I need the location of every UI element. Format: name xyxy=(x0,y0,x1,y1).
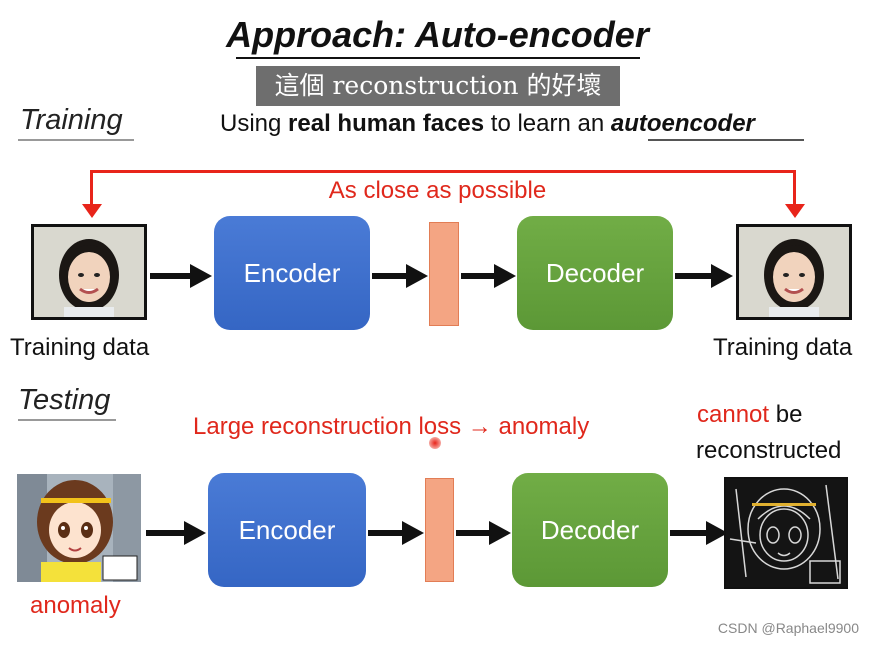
arrow-shaft-test-2 xyxy=(368,530,406,536)
testing-latent-code xyxy=(425,478,454,582)
desc-part-1: Using xyxy=(220,110,289,137)
training-decoder-box: Decoder xyxy=(517,216,673,330)
feedback-line-right xyxy=(793,170,796,208)
training-output-caption: Training data xyxy=(713,334,853,361)
testing-decoder-box: Decoder xyxy=(512,473,668,587)
as-close-as-possible-label: As close as possible xyxy=(328,177,547,204)
feedback-line-left xyxy=(90,170,93,208)
arrow-shaft-test-3 xyxy=(456,530,492,536)
large-loss-anomaly-label: Large reconstruction loss → anomaly xyxy=(193,413,590,440)
testing-label-underline xyxy=(18,419,116,421)
watermark-text: CSDN @Raphael9900 xyxy=(717,620,859,636)
arrow-head-train-2 xyxy=(406,264,428,288)
feedback-arrowhead-right xyxy=(785,204,805,218)
training-label-underline xyxy=(18,139,134,141)
desc-emph-autoencoder: autoencoder xyxy=(610,110,755,137)
testing-section-label: Testing xyxy=(18,384,111,416)
anomaly-input-caption: anomaly xyxy=(30,592,121,619)
testing-output-reconstruction-image xyxy=(724,477,848,589)
arrow-head-train-3 xyxy=(494,264,516,288)
be-text: be xyxy=(769,401,803,428)
pointer-dot-icon xyxy=(429,437,441,449)
training-input-caption: Training data xyxy=(10,334,150,361)
desc-part-2: to learn an xyxy=(484,110,611,137)
training-description: Using real human faces to learn an autoe… xyxy=(220,110,755,138)
feedback-arrowhead-left xyxy=(82,204,102,218)
arrow-head-train-4 xyxy=(711,264,733,288)
arrow-head-test-2 xyxy=(402,521,424,545)
desc-bold-real-faces: real human faces xyxy=(288,110,485,137)
title-underline xyxy=(236,57,640,59)
arrow-shaft-train-3 xyxy=(461,273,497,279)
cannot-be-reconstructed-line2: reconstructed xyxy=(696,437,842,464)
arrow-head-test-1 xyxy=(184,521,206,545)
arrow-shaft-train-2 xyxy=(372,273,410,279)
subtitle-caption: 這個 reconstruction 的好壞 xyxy=(256,66,620,106)
arrow-shaft-train-1 xyxy=(150,273,194,279)
cannot-text: cannot xyxy=(697,401,770,428)
testing-encoder-box: Encoder xyxy=(208,473,366,587)
training-section-label: Training xyxy=(20,104,123,136)
training-encoder-box: Encoder xyxy=(214,216,370,330)
arrow-head-train-1 xyxy=(190,264,212,288)
autoencoder-underline xyxy=(648,139,804,141)
anomaly-input-cartoon-image xyxy=(17,474,141,582)
arrow-shaft-train-4 xyxy=(675,273,715,279)
training-latent-code xyxy=(429,222,459,326)
arrow-head-test-3 xyxy=(489,521,511,545)
training-input-face-image xyxy=(31,224,147,320)
arrow-shaft-test-1 xyxy=(146,530,188,536)
training-output-face-image xyxy=(736,224,852,320)
feedback-line-top xyxy=(90,170,796,173)
arrow-shaft-test-4 xyxy=(670,530,710,536)
slide-title: Approach: Auto-encoder xyxy=(226,14,649,55)
cannot-be-reconstructed-line1: cannot be xyxy=(697,401,802,429)
arrow-head-test-4 xyxy=(706,521,728,545)
